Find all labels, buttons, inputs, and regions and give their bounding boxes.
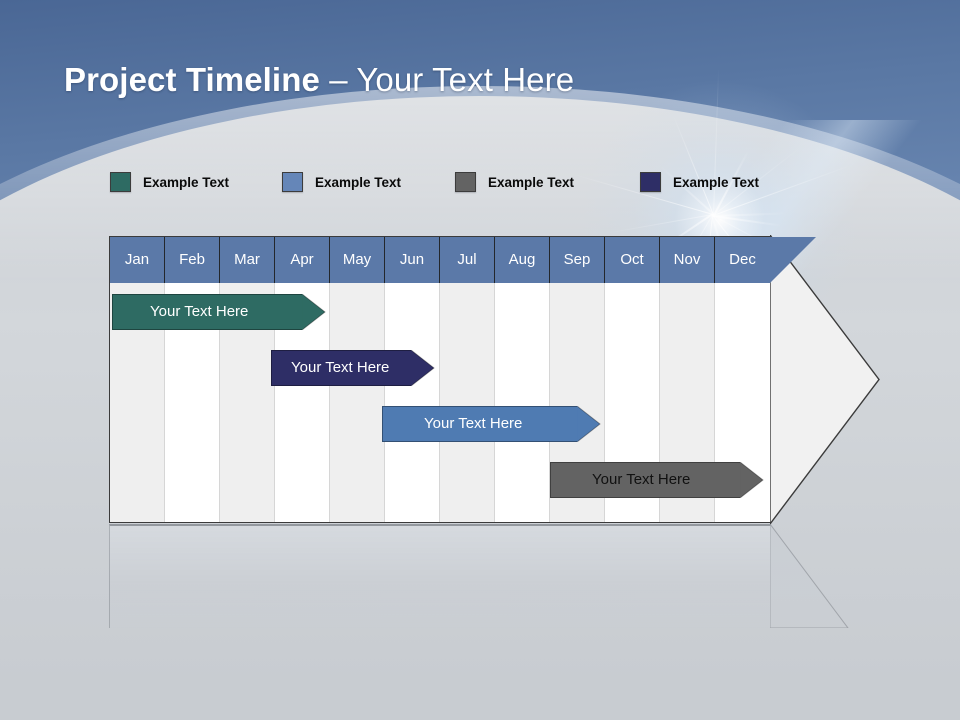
month-columns: [110, 283, 770, 522]
legend-item-blue[interactable]: Example Text: [282, 170, 401, 194]
month-header-dec[interactable]: Dec: [715, 237, 770, 283]
timeline-bar-label: Your Text Here: [291, 359, 390, 376]
title-bold-part: Project Timeline: [64, 61, 320, 98]
month-header-sep[interactable]: Sep: [550, 237, 605, 283]
month-header-mar[interactable]: Mar: [220, 237, 275, 283]
legend-swatch-teal: [110, 172, 131, 192]
month-header-jun[interactable]: Jun: [385, 237, 440, 283]
month-header-nov[interactable]: Nov: [660, 237, 715, 283]
legend-item-gray[interactable]: Example Text: [455, 170, 574, 194]
month-header-may[interactable]: May: [330, 237, 385, 283]
timeline-arrow-head: [769, 232, 880, 527]
month-column-aug: [495, 283, 550, 522]
month-header-feb[interactable]: Feb: [165, 237, 220, 283]
timeline-bar-body: [112, 294, 302, 330]
timeline-bar-label: Your Text Here: [592, 471, 691, 488]
timeline-bar-1[interactable]: Your Text Here: [112, 292, 326, 332]
month-header-jan[interactable]: Jan: [110, 237, 165, 283]
timeline-bar-body: [550, 462, 740, 498]
legend-label: Example Text: [315, 174, 402, 190]
month-header-oct[interactable]: Oct: [605, 237, 660, 283]
timeline-bar-label: Your Text Here: [150, 303, 249, 320]
page-title: Project Timeline – Your Text Here: [64, 58, 864, 102]
legend-label: Example Text: [488, 174, 575, 190]
timeline-bar-arrowhead: [739, 460, 764, 500]
month-header-jul[interactable]: Jul: [440, 237, 495, 283]
month-header-aug[interactable]: Aug: [495, 237, 550, 283]
legend-swatch-blue: [282, 172, 303, 192]
timeline-bar-arrowhead: [576, 404, 601, 444]
timeline-bar-2[interactable]: Your Text Here: [271, 348, 435, 388]
legend-label: Example Text: [143, 174, 230, 190]
legend: Example Text Example Text Example Text Exam…: [110, 170, 830, 194]
month-header-apr[interactable]: Apr: [275, 237, 330, 283]
month-header-corner: [770, 237, 817, 283]
timeline-bar-label: Your Text Here: [424, 415, 523, 432]
timeline-bar-body: [271, 350, 411, 386]
legend-swatch-gray: [455, 172, 476, 192]
month-column-jun: [385, 283, 440, 522]
month-column-jul: [440, 283, 495, 522]
legend-label: Example Text: [673, 174, 760, 190]
timeline-bar-body: [382, 406, 577, 442]
month-column-may: [330, 283, 385, 522]
legend-item-navy[interactable]: Example Text: [640, 170, 759, 194]
timeline-bar-arrowhead: [301, 292, 326, 332]
timeline-bar-arrowhead: [410, 348, 435, 388]
legend-swatch-navy: [640, 172, 661, 192]
title-rest-part: – Your Text Here: [319, 61, 575, 98]
timeline-bar-4[interactable]: Your Text Here: [550, 460, 764, 500]
timeline-bar-3[interactable]: Your Text Here: [382, 404, 601, 444]
legend-item-teal[interactable]: Example Text: [110, 170, 229, 194]
